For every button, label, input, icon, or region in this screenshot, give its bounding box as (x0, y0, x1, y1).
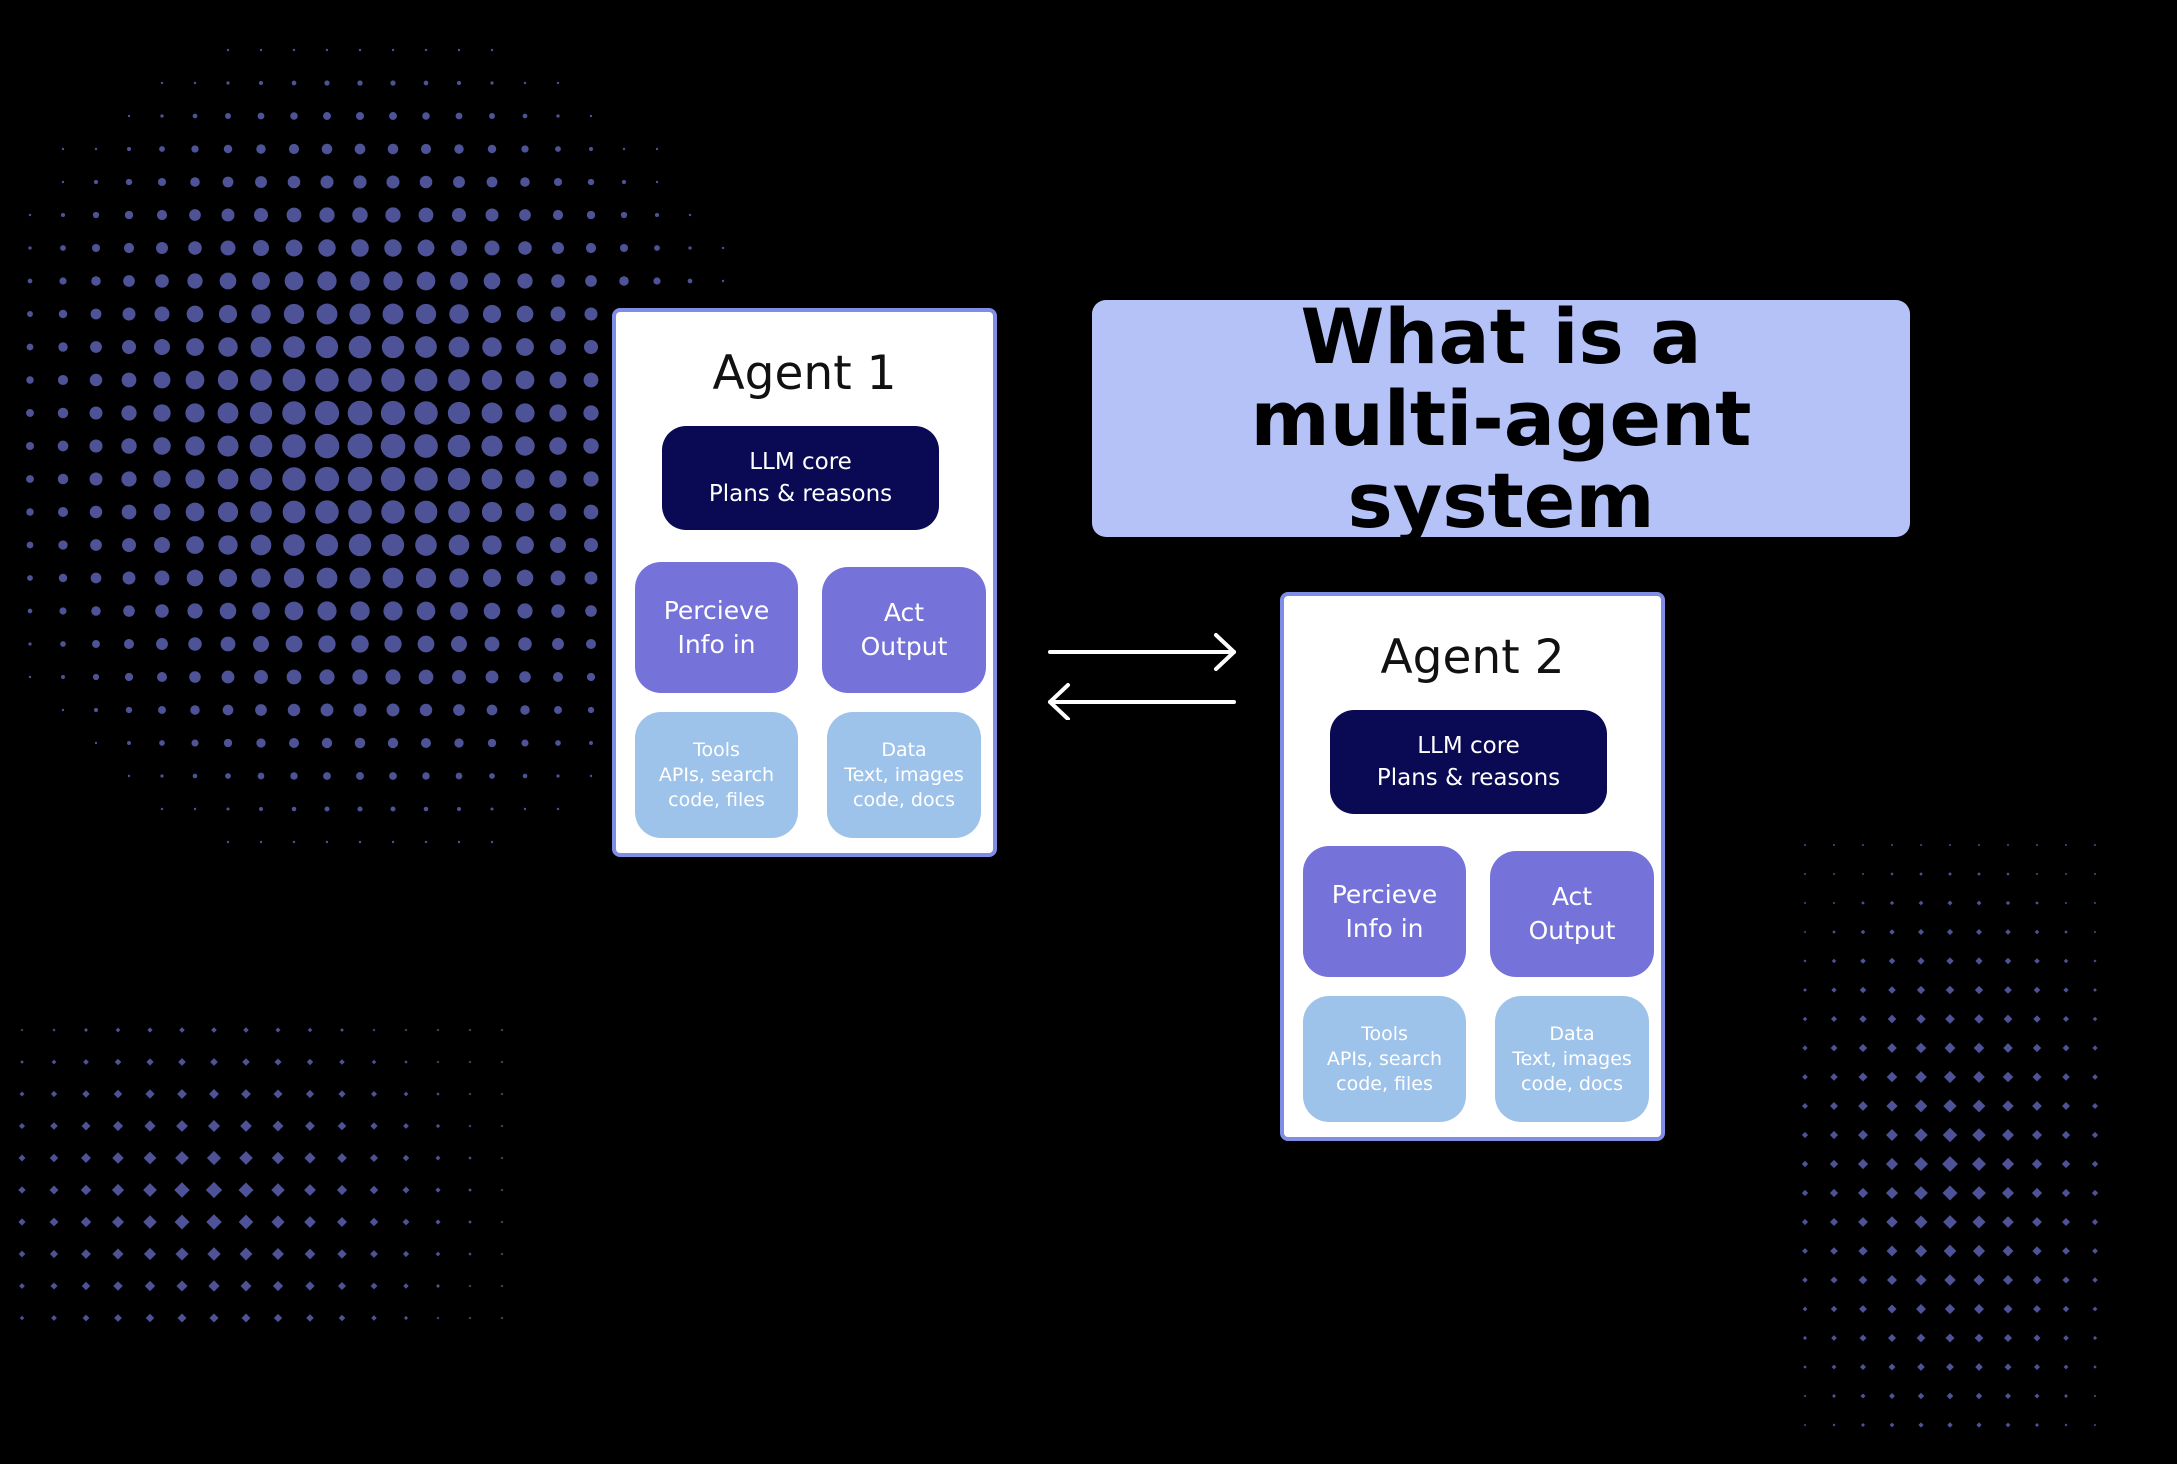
data-line-3: code, docs (1521, 1072, 1623, 1095)
tools-line-2: APIs, search (1326, 1047, 1443, 1070)
agent-1-data-box: Data Text, images code, docs (827, 712, 981, 838)
llm-core-label: LLM core (749, 449, 852, 475)
data-label: Data (1549, 1022, 1595, 1045)
arrow-left-icon (1048, 683, 1236, 720)
agent-2-llm-core: LLM core Plans & reasons (1330, 710, 1607, 814)
bidirectional-arrows (1048, 633, 1236, 720)
data-label: Data (881, 738, 927, 761)
llm-core-label: LLM core (1417, 733, 1520, 759)
agent-2-perceive-box: Percieve Info in (1303, 846, 1466, 977)
tools-line-3: code, files (1336, 1072, 1433, 1095)
llm-core-sublabel: Plans & reasons (1376, 765, 1561, 791)
perceive-sublabel: Info in (677, 629, 756, 659)
tools-label: Tools (693, 738, 740, 761)
tools-line-3: code, files (668, 788, 765, 811)
agent-1-title: Agent 1 (712, 346, 897, 401)
title-line-1: What is a (1300, 291, 1702, 381)
tools-line-2: APIs, search (658, 763, 775, 786)
agent-1-tools-box: Tools APIs, search code, files (635, 712, 798, 838)
agent-2-data-box: Data Text, images code, docs (1495, 996, 1649, 1122)
agent-2-card: Agent 2 LLM core Plans & reasons Perciev… (1280, 592, 1665, 1141)
arrow-right-icon (1048, 633, 1236, 671)
act-sublabel: Output (1528, 916, 1616, 945)
perceive-label: Percieve (663, 595, 770, 625)
agent-2-title: Agent 2 (1380, 630, 1565, 685)
llm-core-sublabel: Plans & reasons (708, 481, 893, 507)
perceive-label: Percieve (1331, 879, 1438, 909)
title-banner: What is a multi-agent system (1092, 295, 1910, 541)
tools-label: Tools (1361, 1022, 1408, 1045)
act-label: Act (1551, 882, 1593, 911)
act-label: Act (883, 598, 925, 627)
perceive-sublabel: Info in (1345, 913, 1424, 943)
agent-2-act-box: Act Output (1490, 851, 1654, 977)
agent-1-perceive-box: Percieve Info in (635, 562, 798, 693)
agent-1-card: Agent 1 LLM core Plans & reasons Perciev… (612, 308, 997, 857)
agent-1-act-box: Act Output (822, 567, 986, 693)
act-sublabel: Output (860, 632, 948, 661)
data-line-3: code, docs (853, 788, 955, 811)
agent-1-llm-core: LLM core Plans & reasons (662, 426, 939, 530)
data-line-2: Text, images (844, 763, 964, 786)
data-line-2: Text, images (1512, 1047, 1632, 1070)
agent-2-tools-box: Tools APIs, search code, files (1303, 996, 1466, 1122)
title-line-2: multi-agent system (1250, 373, 1752, 545)
